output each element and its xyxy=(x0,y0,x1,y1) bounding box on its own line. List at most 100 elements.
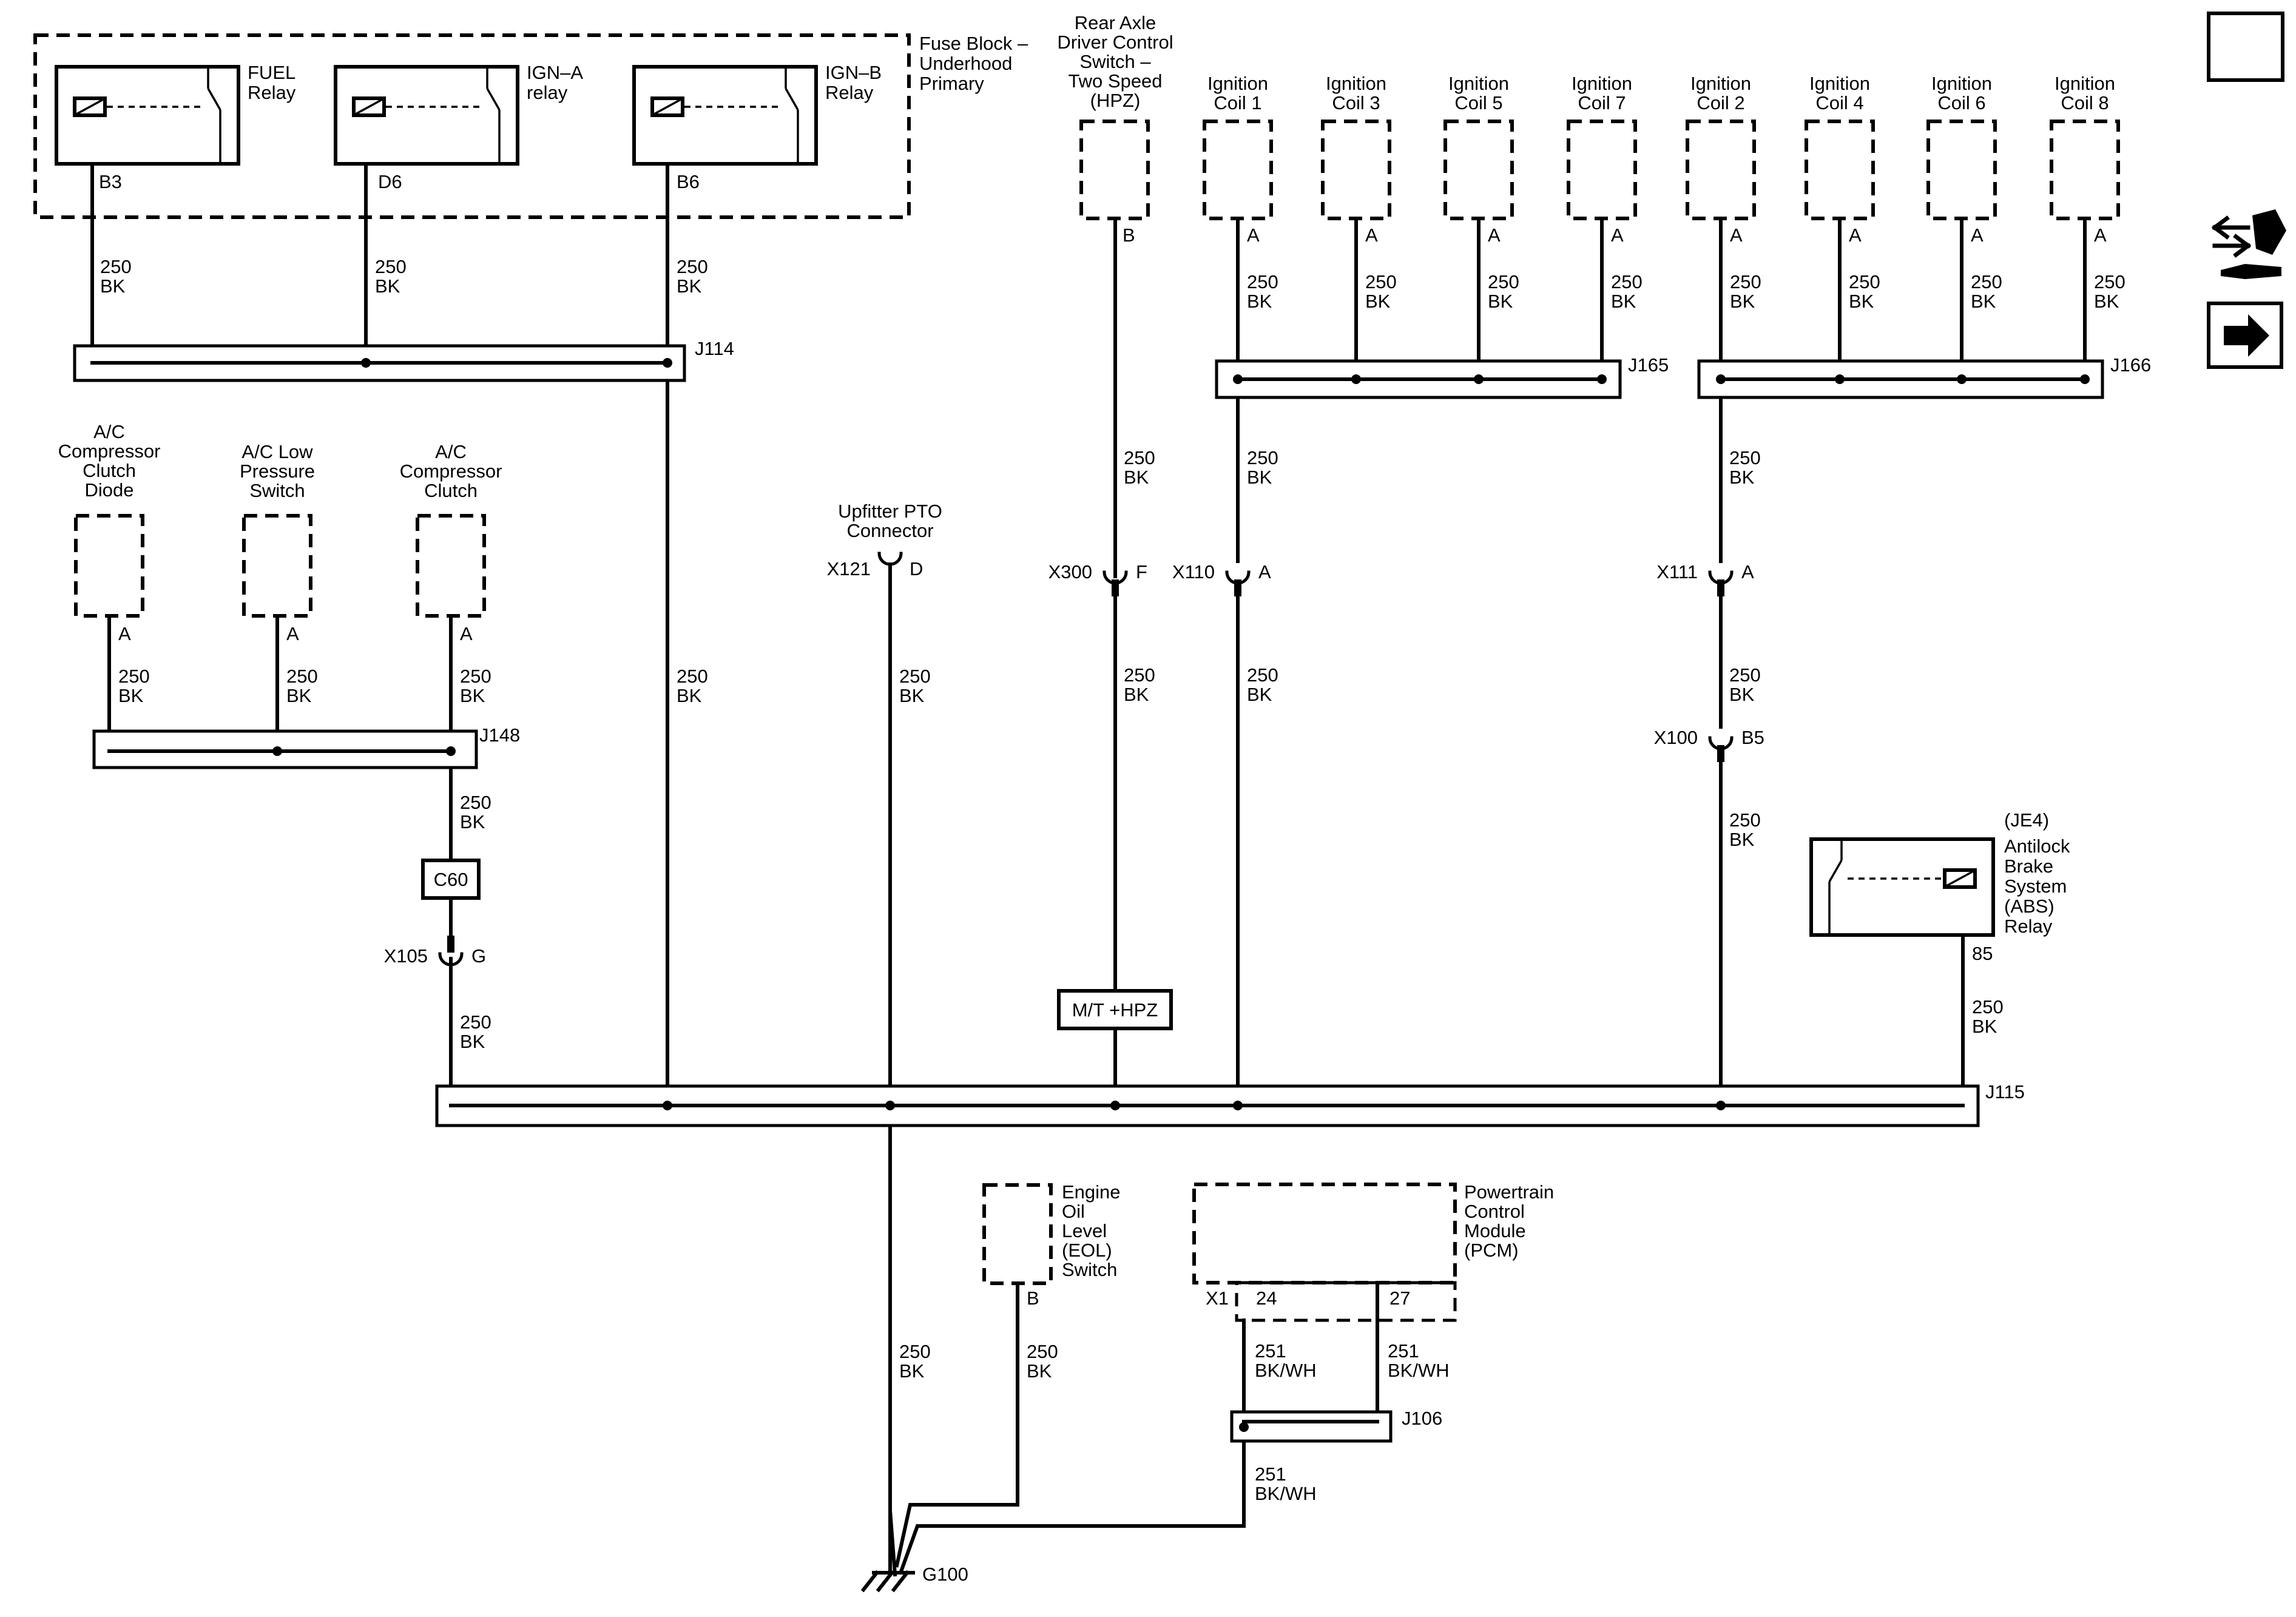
splice-dot xyxy=(1233,1101,1243,1110)
wire-j106-to-ground xyxy=(899,1439,1246,1574)
splice-j106 xyxy=(1230,1410,1393,1443)
coil-left-name-2: Coil 5 xyxy=(1454,92,1502,113)
fuse-block-name: Fuse Block – xyxy=(919,33,1028,54)
connector-x111-id: X111 xyxy=(1656,561,1698,582)
connector-x111-pin xyxy=(1717,579,1724,596)
relay-1-contact xyxy=(486,88,501,110)
ground-hatch-2 xyxy=(891,1570,910,1593)
ac-name-0: A/C xyxy=(93,421,125,442)
connector-x110-pin xyxy=(1234,579,1241,596)
ac-name-1: Pressure xyxy=(240,461,315,482)
relay-2-coil-mark xyxy=(653,98,681,115)
option-c60-label: C60 xyxy=(434,869,468,890)
loc-icon xyxy=(2207,12,2284,82)
coil-left-name-0: Coil 1 xyxy=(1214,92,1261,113)
relay-pin-2: B6 xyxy=(677,171,700,192)
eol-switch-pin: B xyxy=(1027,1288,1039,1309)
ground-hatch-0 xyxy=(860,1570,880,1593)
ac-outline-1 xyxy=(242,514,312,618)
wl-ignb-lower-circuit: 250 xyxy=(677,666,708,687)
coil-left-name-2: Ignition xyxy=(1448,73,1509,94)
coil-left-pin-3: A xyxy=(1611,224,1624,246)
coil-left-name-3: Ignition xyxy=(1572,73,1632,94)
option-mt-hpz-box xyxy=(1057,989,1173,1030)
relay-2-contact xyxy=(785,88,799,110)
pcm-name: Module xyxy=(1464,1220,1526,1241)
relay-name-1: relay xyxy=(527,82,568,103)
pcm-name: Control xyxy=(1464,1201,1525,1222)
splice-dot xyxy=(2080,374,2090,384)
eol-switch-name: Level xyxy=(1062,1220,1107,1241)
splice-dot xyxy=(1239,1422,1249,1432)
splice-j114-label: J114 xyxy=(695,338,734,359)
connector-x300-pin-label: F xyxy=(1136,561,1147,582)
splice-dot xyxy=(272,746,282,756)
fuse-block-name: Primary xyxy=(919,73,984,94)
relay-name-2: Relay xyxy=(825,82,874,103)
wl-fuel-circuit: 250 xyxy=(100,256,132,277)
coil-right-name-3: Ignition xyxy=(2055,73,2115,94)
abs-relay-coil-mark xyxy=(1946,870,1974,887)
wl-x100-out-circuit: 250 xyxy=(1729,809,1761,831)
coil-left-pin-0: A xyxy=(1247,224,1260,246)
coil-right-wl-3-circuit: 250 xyxy=(2094,271,2125,292)
relay-pin-0: B3 xyxy=(99,171,122,192)
wl-pcm-27-color: BK/WH xyxy=(1388,1360,1450,1381)
wl-ignb-circuit: 250 xyxy=(677,256,708,277)
pcm-name: (PCM) xyxy=(1464,1240,1519,1261)
connector-x111-pin-label: A xyxy=(1741,561,1754,582)
splice-dot xyxy=(1716,1101,1726,1110)
coil-right-wl-1-circuit: 250 xyxy=(1849,271,1880,292)
ac-pin-0: A xyxy=(118,623,131,644)
coil-right-pin-1: A xyxy=(1849,224,1862,246)
relay-name-0: Relay xyxy=(248,82,296,103)
relay-name-2: IGN–B xyxy=(825,62,882,83)
wl-j165-out-color: BK xyxy=(1247,467,1272,488)
wl-pcm-24-circuit: 251 xyxy=(1255,1340,1286,1362)
coil-left-pin-1: A xyxy=(1365,224,1378,246)
ac-wl-1-circuit: 250 xyxy=(286,666,318,687)
wl-j148-out-color: BK xyxy=(460,811,485,832)
ground-id: G100 xyxy=(922,1564,968,1585)
ground-hatch-1 xyxy=(876,1570,895,1593)
ac-name-2: A/C xyxy=(435,441,467,462)
splice-dot xyxy=(1233,374,1243,384)
pcm-pin-1: 27 xyxy=(1389,1288,1410,1309)
ac-pin-1: A xyxy=(286,623,299,644)
ac-wl-1-color: BK xyxy=(286,685,312,706)
eol-switch-name: Oil xyxy=(1062,1201,1085,1222)
coil-left-outline-1 xyxy=(1321,120,1391,220)
connector-x100-pin xyxy=(1717,745,1724,762)
abs-relay-name: (ABS) xyxy=(2004,896,2055,917)
coil-left-wl-3-circuit: 250 xyxy=(1611,271,1643,292)
splice-dot xyxy=(1957,374,1967,384)
coil-left-name-0: Ignition xyxy=(1207,73,1268,94)
wl-pcm-27-circuit: 251 xyxy=(1388,1340,1419,1362)
wl-igna-circuit: 250 xyxy=(375,256,407,277)
relay-0-contact xyxy=(207,88,221,110)
wl-eol-color: BK xyxy=(1027,1360,1052,1382)
coil-right-outline-1 xyxy=(1805,120,1875,220)
hpz-switch-pin: B xyxy=(1123,224,1135,246)
abs-relay-pin: 85 xyxy=(1972,943,1993,964)
coil-left-wl-3-color: BK xyxy=(1611,291,1636,312)
relay-0-coil-mark xyxy=(76,98,104,115)
splice-j115-label: J115 xyxy=(1985,1081,2025,1102)
connector-x110-id: X110 xyxy=(1172,561,1215,582)
abs-relay-name: Brake xyxy=(2004,856,2053,877)
coil-left-pin-2: A xyxy=(1488,224,1501,246)
inline-connectors xyxy=(438,552,1734,967)
fuse-block-outline xyxy=(33,33,911,219)
hpz-switch-name: Driver Control xyxy=(1057,32,1173,53)
coil-right-wl-2-color: BK xyxy=(1971,291,1996,312)
splice-dot xyxy=(1351,374,1361,384)
wl-hpz-upper-circuit: 250 xyxy=(1124,447,1155,468)
repair-plug xyxy=(2252,209,2286,255)
splice-dot xyxy=(1835,374,1845,384)
coil-left-wl-0-circuit: 250 xyxy=(1247,271,1278,292)
abs-relay-name: Antilock xyxy=(2004,836,2070,857)
eol-switch-outline xyxy=(982,1183,1053,1285)
wl-x105-out-circuit: 250 xyxy=(460,1011,491,1033)
pcm-outline xyxy=(1192,1183,1457,1284)
abs-relay-name: Relay xyxy=(2004,916,2053,937)
